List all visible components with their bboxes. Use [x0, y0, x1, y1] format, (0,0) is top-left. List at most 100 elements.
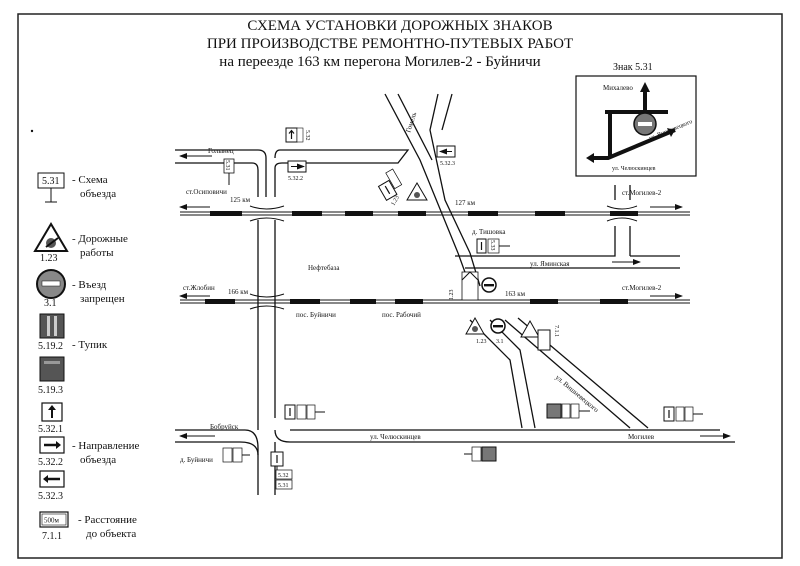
svg-text:5.33: 5.33 — [489, 240, 495, 251]
title-line-2: ПРИ ПРОИЗВОДСТВЕ РЕМОНТНО-ПУТЕВЫХ РАБОТ — [207, 36, 573, 52]
page-frame — [17, 13, 783, 559]
road-bottom-main — [274, 429, 735, 443]
legend-item-5193: 5.19.3 — [38, 356, 65, 396]
title-line-1: СХЕМА УСТАНОВКИ ДОРОЖНЫХ ЗНАКОВ — [247, 18, 552, 34]
road-yaminskaya-c — [629, 226, 680, 257]
title-line-3: на переезде 163 км перегона Могилев-2 - … — [219, 54, 540, 70]
label-neftebaza: Нефтебаза — [308, 264, 340, 272]
label-163km: 163 км — [505, 290, 526, 298]
inset-arrow-up — [640, 82, 650, 92]
svg-text:7.1.1: 7.1.1 — [553, 325, 559, 337]
map-sign-roadworks-top: 1.23 — [391, 182, 428, 207]
svg-text:1.23: 1.23 — [40, 253, 58, 264]
map-sign-cluster-top — [377, 168, 403, 201]
svg-text:- Направление: - Направление — [72, 440, 140, 452]
svg-text:5.32.1: 5.32.1 — [38, 424, 63, 435]
dead-end-icon — [39, 356, 65, 382]
road-golynets-west — [175, 149, 267, 197]
inset-road-top: Михалево — [603, 84, 633, 92]
label-st-zhlobin: ст.Жлобин — [183, 284, 215, 292]
svg-text:500м: 500м — [44, 517, 60, 525]
inset-road-bottom: ул. Челюскинцев — [612, 166, 656, 172]
label-d-buinichi: д. Буйничи — [180, 456, 213, 464]
label-pos-rabochiy: пос. Рабочий — [382, 311, 421, 319]
label-bobruisk: Бобруйск — [210, 423, 239, 431]
legend: 5.31 - Схема объезда 1.23 - Дорожные раб… — [33, 172, 140, 542]
svg-text:1.23: 1.23 — [449, 290, 455, 301]
direction-arrows — [179, 153, 731, 439]
map-sign-vishnevetskogo: 7.1.1 — [520, 319, 559, 351]
label-st-mogilev2-mid: ст.Могилев-2 — [622, 284, 662, 292]
svg-text:1.23: 1.23 — [391, 195, 401, 207]
legend-item-31: 3.1 - Въезд запрещен — [36, 269, 125, 309]
road-south-a — [469, 319, 523, 429]
inset-title: Знак 5.31 — [613, 62, 653, 73]
svg-text:5.32.2: 5.32.2 — [38, 457, 63, 468]
distance-plate-icon — [39, 511, 69, 528]
label-pos-buinichi: пос. Буйничи — [296, 311, 336, 319]
road-bottom-west-b — [175, 441, 259, 456]
map-sign-chelyuskintsev — [464, 446, 497, 462]
map-sign-532-top: 5.32 — [285, 127, 310, 143]
label-golynets: Голынец — [208, 147, 234, 155]
label-127km: 127 км — [455, 199, 476, 207]
map-sign-tishovka: 5.33 — [476, 238, 510, 254]
label-ul-yaminskaya: ул. Яминская — [530, 260, 570, 268]
map-sign-5323: 5.32.3 — [436, 145, 456, 167]
svg-text:- Въезд: - Въезд — [72, 279, 107, 291]
label-d-tishovka: д. Тишовка — [472, 228, 506, 236]
label-ul-chelyuskintsev: ул. Челюскинцев — [370, 433, 421, 441]
road-north-stub — [614, 185, 631, 200]
svg-text:5.19.2: 5.19.2 — [38, 341, 63, 352]
dead-end-icon — [39, 313, 65, 339]
map-sign-neftebaza — [284, 404, 325, 420]
svg-text:3.1: 3.1 — [44, 298, 57, 309]
map-sign-deadend — [546, 403, 590, 419]
road-diagonal-left-a — [384, 93, 459, 254]
road-diagonal-left-b — [397, 93, 433, 161]
road-works-icon — [33, 222, 69, 252]
label-st-mogilev2-top: ст.Могилев-2 — [622, 189, 662, 197]
svg-text:5.32: 5.32 — [278, 473, 289, 479]
svg-text:5.31: 5.31 — [278, 483, 289, 489]
legend-item-5192: 5.19.2 - Тупик — [38, 313, 108, 352]
svg-text:- Дорожные: - Дорожные — [72, 233, 128, 245]
svg-text:объезда: объезда — [80, 454, 116, 466]
road-diagonal-right-a — [429, 93, 471, 254]
map-sign-buinichi: 5.32 5.31 — [222, 447, 293, 490]
road-yaminskaya-a — [455, 226, 616, 257]
sign-code: 5.32 — [304, 130, 310, 141]
svg-text:3.1: 3.1 — [496, 339, 504, 345]
inset-arrow-diag — [667, 128, 675, 137]
legend-item-123: 1.23 - Дорожные работы — [33, 222, 128, 264]
map-sign-crossing-cluster: 1.23 — [449, 271, 497, 301]
legend-item-711: 500м 7.1.1 - Расстояние до объекта — [39, 511, 137, 542]
svg-text:1.23: 1.23 — [476, 339, 487, 345]
map-sign-crossing-bottom: 1.23 3.1 — [465, 316, 506, 345]
svg-text:5.32.3: 5.32.3 — [440, 161, 455, 167]
inset-route-diag — [592, 128, 676, 160]
legend-item-531: 5.31 - Схема объезда — [37, 172, 116, 203]
label-mogilev: Могилев — [628, 433, 655, 441]
railway-top — [180, 211, 690, 216]
label-st-osipovichi: ст.Осиповичи — [186, 188, 227, 196]
svg-text:- Расстояние: - Расстояние — [78, 514, 137, 526]
road-network — [175, 93, 735, 495]
road-golynets-east — [274, 149, 410, 197]
svg-text:- Схема: - Схема — [72, 174, 108, 186]
scan-dot — [30, 129, 34, 133]
road-golynets-west-inner — [175, 162, 259, 197]
svg-text:- Тупик: - Тупик — [72, 339, 108, 351]
label-166km: 166 км — [228, 288, 249, 296]
svg-text:7.1.1: 7.1.1 — [42, 531, 62, 542]
svg-text:работы: работы — [80, 247, 114, 259]
road-vishnevetskogo-a — [504, 319, 631, 429]
svg-text:объезда: объезда — [80, 188, 116, 200]
svg-text:5.31: 5.31 — [224, 160, 230, 171]
road-bottom-west-a — [175, 429, 259, 449]
inset-sign-531: Знак 5.31 Михалево ул. Вишневецкого ул. … — [575, 62, 697, 177]
road-diagonal-right-b — [441, 93, 453, 131]
svg-text:5.31: 5.31 — [42, 176, 60, 187]
